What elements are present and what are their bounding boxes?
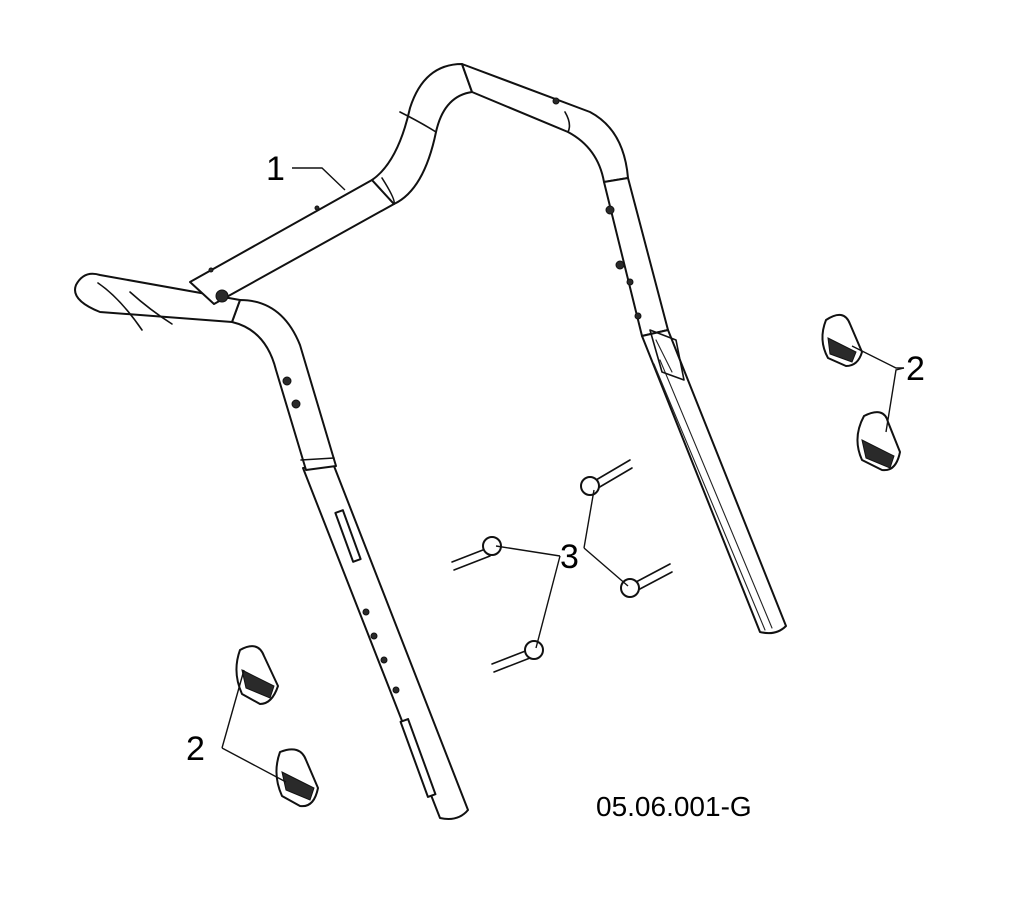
callout-1: 1 [266,150,285,188]
center-hump [371,63,473,205]
bolt-right [620,563,673,598]
leader-lines [221,167,905,783]
callout-2-right: 2 [906,350,925,388]
knob-right-upper [821,313,863,367]
figure-id: 05.06.001-G [596,791,752,822]
handlebar-frame [74,63,787,820]
bolt-left [451,536,502,571]
knob-left-lower [275,748,319,808]
right-upper-tube [603,177,669,337]
crossbar [189,179,395,305]
callout-3: 3 [560,538,579,576]
top-rail [461,63,629,183]
left-upper-tube [231,299,337,471]
bolt-bottom [491,640,544,673]
left-grip [74,272,241,323]
callout-2-left: 2 [186,730,205,768]
right-lower-tube [641,329,787,635]
knob-right-lower [856,411,901,472]
knob-left-upper [235,645,279,705]
bolt-top [580,459,633,496]
left-lower-tube [302,465,469,820]
